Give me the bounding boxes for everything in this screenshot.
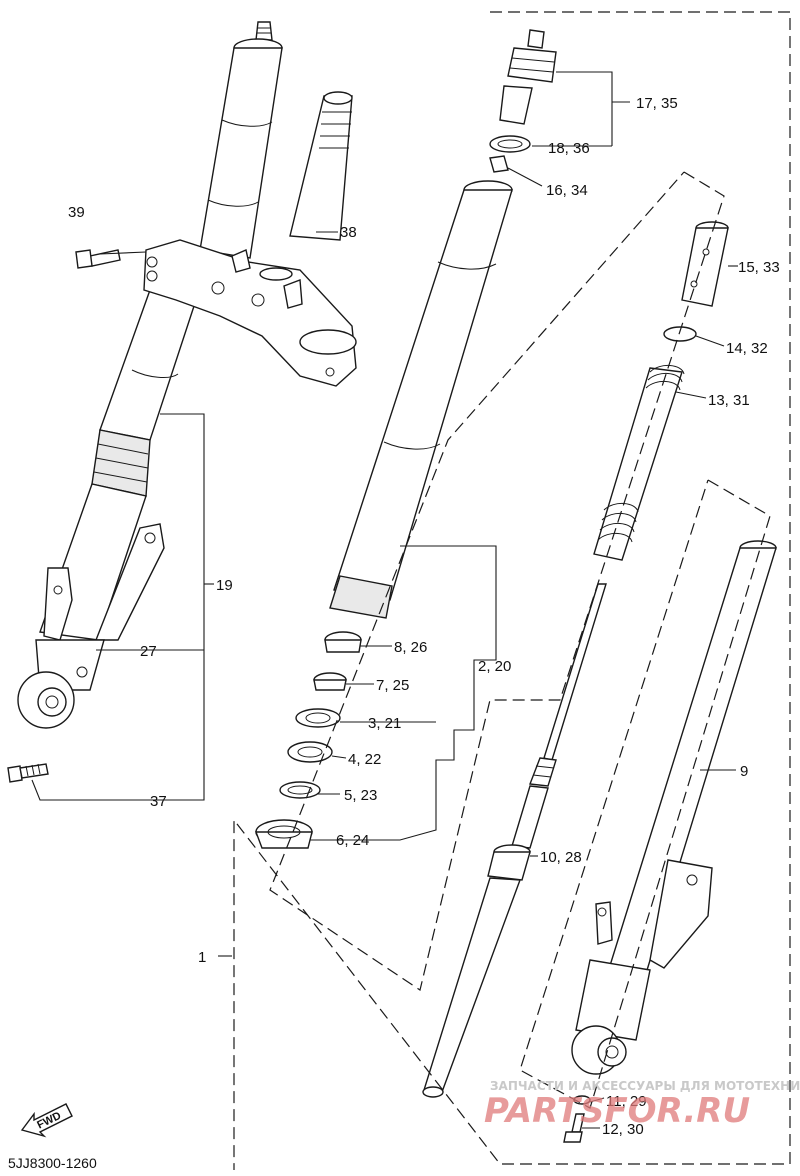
label-1: 1	[198, 949, 206, 966]
group-outline-inner	[269, 171, 725, 991]
spring-13	[593, 365, 685, 561]
watermark-tagline: ЗАПЧАСТИ И АКСЕССУАРЫ ДЛЯ МОТОТЕХНИКИ	[490, 1079, 800, 1093]
label-17-35: 17, 35	[636, 95, 678, 112]
label-2-20: 2, 20	[478, 658, 511, 675]
inner-tube-9	[571, 540, 777, 1075]
label-12-30: 12, 30	[602, 1121, 644, 1138]
bolt-37	[7, 763, 49, 783]
watermark-brand: PARTSFOR.RU	[484, 1091, 750, 1131]
label-18-36: 18, 36	[548, 140, 590, 157]
outer-tube-2	[329, 180, 513, 619]
label-3-21: 3, 21	[368, 715, 401, 732]
spacer-15	[681, 221, 729, 307]
fwd-label: FWD	[35, 1110, 63, 1132]
label-13-31: 13, 31	[708, 392, 750, 409]
under-bracket-assembly	[143, 91, 357, 387]
group-outline-tube	[519, 479, 771, 1109]
seal-stack	[254, 631, 362, 849]
group-outline-1	[233, 11, 791, 1170]
watermark: ЗАПЧАСТИ И АКСЕССУАРЫ ДЛЯ МОТОТЕХНИКИ PA…	[484, 1079, 800, 1131]
part-labels: 17, 35 18, 36 16, 34 39 38 15, 33 14, 32…	[68, 95, 780, 1138]
o-ring-18	[489, 135, 531, 153]
cap-bolt-17	[499, 29, 557, 125]
label-8-26: 8, 26	[394, 639, 427, 656]
label-37: 37	[150, 793, 167, 810]
assembled-front-fork	[17, 21, 283, 729]
fwd-arrow-icon: FWD	[20, 1103, 73, 1138]
label-27: 27	[140, 643, 157, 660]
label-7-25: 7, 25	[376, 677, 409, 694]
bolt-39	[75, 249, 121, 269]
label-9: 9	[740, 763, 748, 780]
label-11-29: 11, 29	[606, 1093, 647, 1110]
label-14-32: 14, 32	[726, 340, 768, 357]
label-15-33: 15, 33	[738, 259, 780, 276]
nut-16	[489, 155, 509, 173]
figure-code: 5JJ8300-1260	[8, 1155, 97, 1171]
label-38: 38	[340, 224, 357, 241]
label-6-24: 6, 24	[336, 832, 369, 849]
label-16-34: 16, 34	[546, 182, 588, 199]
label-4-22: 4, 22	[348, 751, 381, 768]
washer-bolt-11-12	[563, 1095, 591, 1143]
label-19: 19	[216, 577, 233, 594]
damper-rod	[422, 583, 607, 1098]
leader-lines	[31, 71, 738, 1129]
spring-seat-14	[663, 326, 697, 342]
label-39: 39	[68, 204, 85, 221]
label-5-23: 5, 23	[344, 787, 377, 804]
label-10-28: 10, 28	[540, 849, 582, 866]
